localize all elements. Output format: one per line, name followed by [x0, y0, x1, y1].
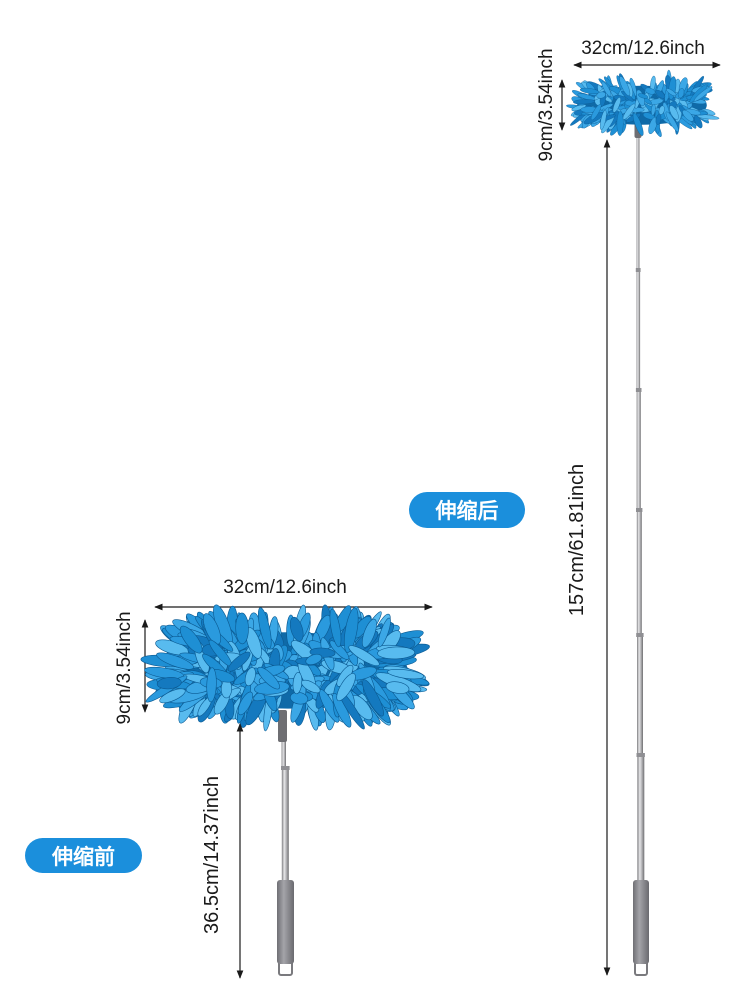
chenille-tuft	[658, 105, 665, 115]
extended-width-label: 32cm/12.6inch	[581, 38, 705, 59]
extended-badge: 伸缩后	[409, 492, 525, 528]
chenille-tuft	[329, 640, 350, 660]
chenille-tuft	[301, 679, 321, 694]
chenille-tuft	[206, 667, 217, 703]
chenille-tuft	[237, 691, 254, 716]
pole-segment	[636, 270, 641, 391]
chenille-tuft	[669, 105, 679, 120]
chenille-tuft	[612, 97, 621, 113]
chenille-tuft	[361, 618, 377, 648]
retracted-neck	[278, 710, 287, 742]
pole-joint	[636, 633, 644, 637]
chenille-tuft	[289, 616, 304, 642]
chenille-tuft	[387, 668, 425, 680]
extended-length-label: 157cm/61.81inch	[566, 464, 588, 616]
retracted-badge: 伸缩前	[25, 838, 142, 873]
retracted-badge-pill	[25, 838, 142, 873]
chenille-tuft	[632, 112, 644, 136]
pole-segment	[281, 768, 289, 882]
chenille-tuft	[596, 91, 606, 99]
chenille-tuft	[377, 617, 391, 648]
pole-joint	[635, 268, 641, 272]
extended-mop-head	[566, 69, 720, 137]
chenille-tuft	[305, 653, 323, 666]
pole-segment	[637, 755, 645, 882]
pole-joint	[281, 766, 290, 770]
chenille-tuft	[179, 625, 203, 654]
chenille-tuft	[362, 679, 384, 717]
extended-pole	[635, 128, 645, 882]
pole-segment	[636, 390, 641, 511]
pole-segment	[636, 128, 640, 271]
chenille-tuft	[377, 646, 416, 660]
chenille-tuft	[682, 109, 694, 122]
chenille-tuft	[156, 652, 194, 670]
chenille-tuft	[348, 645, 380, 667]
chenille-tuft	[644, 87, 656, 95]
chenille-tuft	[694, 115, 703, 129]
chenille-tuft	[235, 612, 249, 645]
retracted-height-label: 9cm/3.54inch	[114, 611, 135, 724]
chenille-tuft	[637, 93, 648, 99]
chenille-tuft	[329, 608, 342, 648]
chenille-tuft	[573, 99, 596, 105]
extended-mop: 32cm/12.6inch 9cm/3.54inch 157cm/61.81in…	[536, 38, 721, 976]
chenille-tuft	[289, 692, 309, 705]
extended-badge-pill	[409, 492, 525, 528]
chenille-tuft	[385, 681, 410, 694]
chenille-tuft	[571, 104, 587, 112]
retracted-length-label: 36.5cm/14.37inch	[201, 776, 223, 934]
chenille-tuft	[156, 676, 182, 690]
retracted-mop: 32cm/12.6inch 9cm/3.54inch 36.5cm/14.37i…	[114, 577, 433, 979]
chenille-tuft	[616, 111, 624, 136]
pole-segment	[637, 635, 643, 756]
pole-segment	[636, 510, 642, 636]
chenille-tuft	[336, 672, 356, 702]
chenille-tuft	[693, 86, 713, 102]
chenille-tuft	[648, 116, 658, 135]
chenille-tuft	[601, 81, 612, 97]
chenille-tuft	[257, 607, 272, 650]
extended-handle	[633, 880, 649, 964]
pole-joint	[635, 388, 642, 392]
retracted-handle	[277, 880, 294, 964]
extended-height-label: 9cm/3.54inch	[536, 48, 557, 161]
chenille-tuft	[244, 667, 256, 687]
chenille-tuft	[665, 111, 679, 132]
chenille-tuft	[590, 104, 602, 121]
retracted-mop-head	[140, 604, 430, 732]
extended-badge-label: 伸缩后	[435, 499, 499, 523]
pole-joint	[636, 753, 645, 757]
chenille-tuft	[159, 688, 186, 704]
chenille-tuft	[655, 89, 666, 99]
pole-segment	[281, 738, 286, 770]
retracted-badge-label: 伸缩前	[51, 845, 115, 869]
chenille-tuft	[677, 88, 685, 99]
chenille-tuft	[599, 110, 607, 131]
chenille-tuft	[227, 651, 251, 672]
retracted-pole	[281, 738, 290, 882]
retracted-width-label: 32cm/12.6inch	[223, 577, 347, 598]
chenille-tuft	[619, 76, 631, 96]
chenille-tuft	[257, 666, 280, 690]
chenille-tuft	[343, 607, 359, 653]
chenille-tuft	[203, 613, 222, 645]
pole-joint	[636, 508, 643, 512]
